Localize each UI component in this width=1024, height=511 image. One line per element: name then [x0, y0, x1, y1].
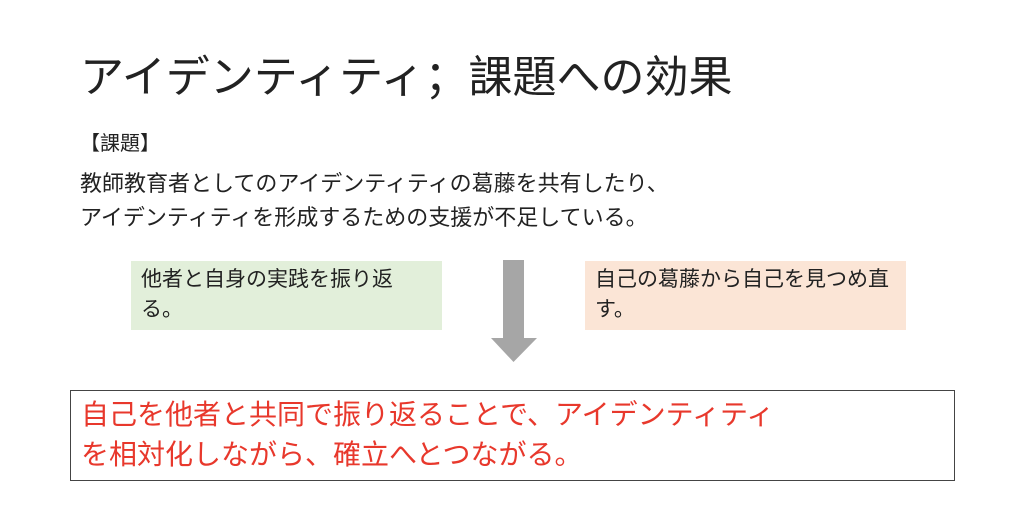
- result-line-1: 自己を他者と共同で振り返ることで、アイデンティティ: [81, 398, 775, 431]
- result-box: 自己を他者と共同で振り返ることで、アイデンティティ を相対化しながら、確立へとつ…: [70, 390, 955, 481]
- issue-line-2: アイデンティティを形成するための支援が不足している。: [80, 206, 648, 231]
- down-arrow-icon: [491, 260, 537, 362]
- result-line-2: を相対化しながら、確立へとつながる。: [81, 438, 583, 471]
- issue-line-1: 教師教育者としてのアイデンティティの葛藤を共有したり、: [80, 172, 669, 197]
- self-reexamine-box: 自己の葛藤から自己を見つめ直す。: [585, 261, 906, 330]
- slide-title: アイデンティティ；課題への効果: [80, 52, 733, 103]
- issue-label: 【課題】: [80, 131, 160, 155]
- reflect-with-others-box: 他者と自身の実践を振り返る。: [131, 261, 442, 330]
